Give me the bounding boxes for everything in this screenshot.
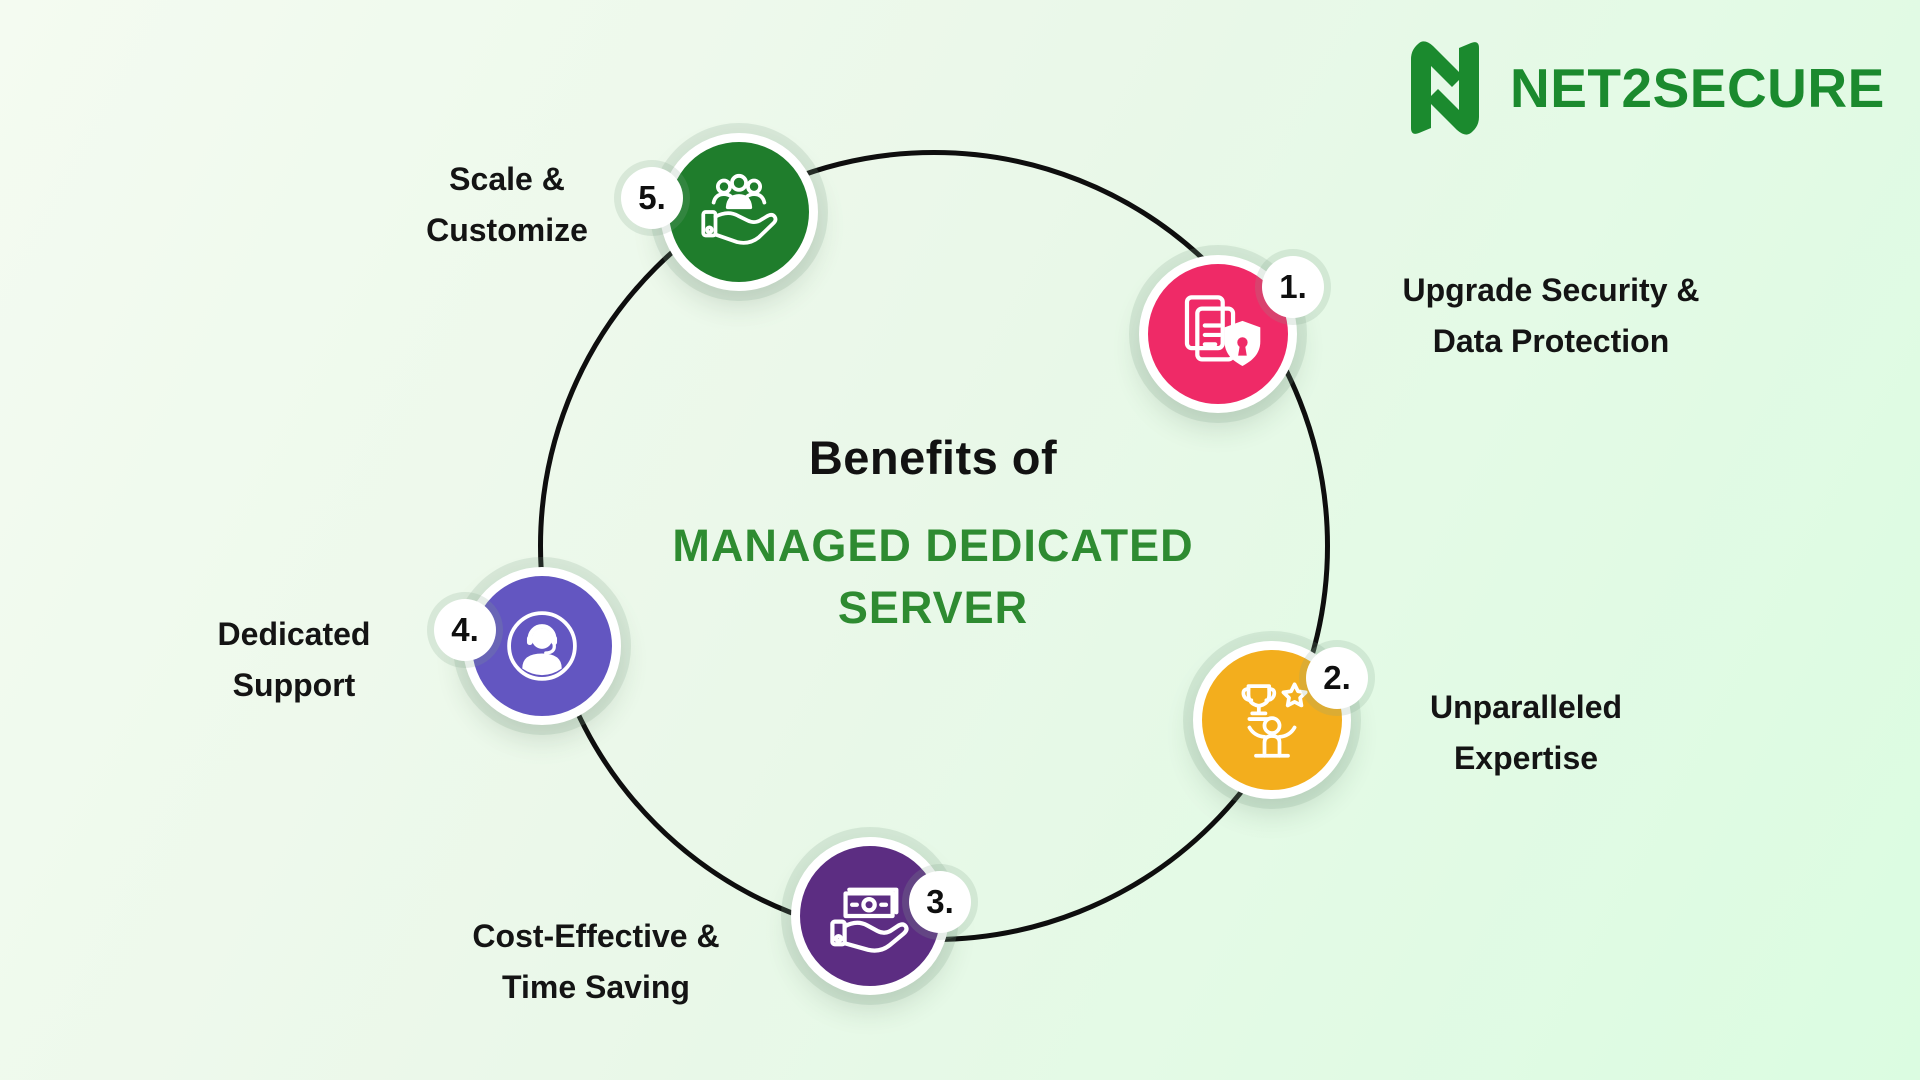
step-number-badge: 5. xyxy=(621,167,683,229)
center-title-block: Benefits of MANAGED DEDICATED SERVER xyxy=(672,430,1193,639)
diagram-subtitle-line2: SERVER xyxy=(837,582,1029,633)
benefit-node-scale-customize: 5. xyxy=(621,133,818,291)
net2secure-logo-icon xyxy=(1411,41,1479,135)
node-disc xyxy=(1139,255,1297,413)
benefit-node-dedicated-support: 4. xyxy=(434,567,621,725)
node-disc xyxy=(1193,641,1351,799)
step-number-badge: 4. xyxy=(434,599,496,661)
diagram-title: Benefits of xyxy=(808,431,1058,484)
trophy-star-achiever-icon xyxy=(1241,682,1308,758)
step-number-badge: 1. xyxy=(1262,256,1324,318)
benefit-node-cost-effective: 3. xyxy=(791,837,971,995)
step-number-badge: 3. xyxy=(909,871,971,933)
brand-logo: NET2SECURE xyxy=(1398,32,1885,144)
benefit-label-upgrade-security: Upgrade Security & Data Protection xyxy=(1402,272,1700,359)
benefit-node-unparalleled-expertise: 2. xyxy=(1193,641,1368,799)
benefit-label-scale-customize: Scale & Customize xyxy=(426,161,588,248)
step-number-badge: 2. xyxy=(1306,647,1368,709)
money-in-hand-icon xyxy=(830,887,909,953)
node-disc xyxy=(660,133,818,291)
benefit-label-dedicated-support: Dedicated Support xyxy=(217,616,371,703)
benefit-label-cost-effective: Cost-Effective & Time Saving xyxy=(472,918,720,1005)
benefit-node-upgrade-security: 1. xyxy=(1139,255,1324,413)
customer-support-headset-icon xyxy=(507,611,577,681)
diagram-subtitle-line1: MANAGED DEDICATED xyxy=(672,520,1194,571)
documents-shield-lock-icon xyxy=(1184,295,1261,366)
brand-name: NET2SECURE xyxy=(1510,57,1885,119)
team-in-hand-icon xyxy=(701,173,778,245)
benefit-label-unparalleled-expertise: Unparalleled Expertise xyxy=(1429,689,1623,776)
